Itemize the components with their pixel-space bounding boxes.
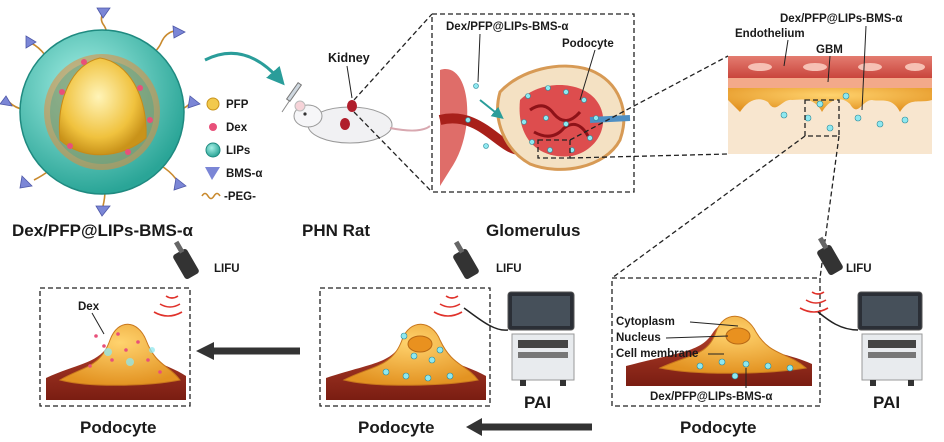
podocyte-mid-box [319,287,491,407]
dex-left-label: Dex [78,301,100,313]
zoom-line [569,153,729,159]
flow-arrow-mid-to-left [196,342,300,360]
pai-machine-mid [463,291,575,386]
podocyte-mid-title: Podocyte [358,418,435,437]
lifu-mid-label: LIFU [496,263,522,275]
glomerulus-podocyte-label: Podocyte [562,38,614,50]
dex-icon [209,123,217,131]
legend-label: -PEG- [224,191,256,203]
legend-label: BMS-α [226,168,262,180]
cytoplasm-label: Cytoplasm [616,316,675,328]
pai-machine-right [817,291,923,386]
pai-right-label: PAI [873,393,900,412]
bms-alpha-icon [205,167,220,180]
rat-title: PHN Rat [302,221,370,240]
lifu-left-label: LIFU [214,263,240,275]
podocyte-left-title: Podocyte [80,418,157,437]
podocyte-left-box [39,287,191,407]
lifu-right-label: LIFU [846,263,872,275]
zoom-line [569,55,729,141]
cell-membrane-label: Cell membrane [616,348,698,360]
flow-arrow-right-to-mid [466,418,592,436]
lifu-transducer-right [799,236,843,313]
lifu-transducer-left [153,240,199,317]
gbm-label: GBM [816,44,843,56]
pai-mid-label: PAI [524,393,551,412]
gbm-np-label: Dex/PFP@LIPs-BMS-α [780,13,902,25]
peg-icon [201,192,221,200]
zoom-line [353,111,433,193]
podocyte-left-illustration [46,323,186,400]
legend-label: PFP [226,99,249,111]
podocyte-right-title: Podocyte [680,418,757,437]
pfp-icon [206,97,220,111]
legend: PFP Dex LIPs BMS-α -PEG- [201,97,262,203]
lifu-transducer-mid [433,240,479,317]
endothelium-label: Endothelium [735,28,805,40]
podocyte-right-box [611,277,821,407]
zoom-line [611,135,806,279]
nanoparticle-title: Dex/PFP@LIPs-BMS-α [12,221,194,240]
zoom-region [537,139,571,159]
lips-icon [205,142,221,158]
legend-label: Dex [226,122,248,134]
cell-np-label: Dex/PFP@LIPs-BMS-α [650,391,772,403]
gbm-illustration [728,56,932,154]
glomerulus-box [431,13,635,193]
glomerulus-illustration [438,64,631,186]
injection-arrow [204,51,285,86]
nucleus-label: Nucleus [616,332,661,344]
rat-illustration [281,81,431,144]
podocyte-mid-illustration [326,323,486,400]
syringe-icon [281,81,303,113]
glomerulus-title: Glomerulus [486,221,580,240]
glomerulus-np-label: Dex/PFP@LIPs-BMS-α [446,21,568,33]
zoom-line [353,13,433,101]
kidney-label: Kidney [328,51,370,65]
legend-label: LIPs [226,145,250,157]
nanoparticle-illustration [0,7,201,217]
